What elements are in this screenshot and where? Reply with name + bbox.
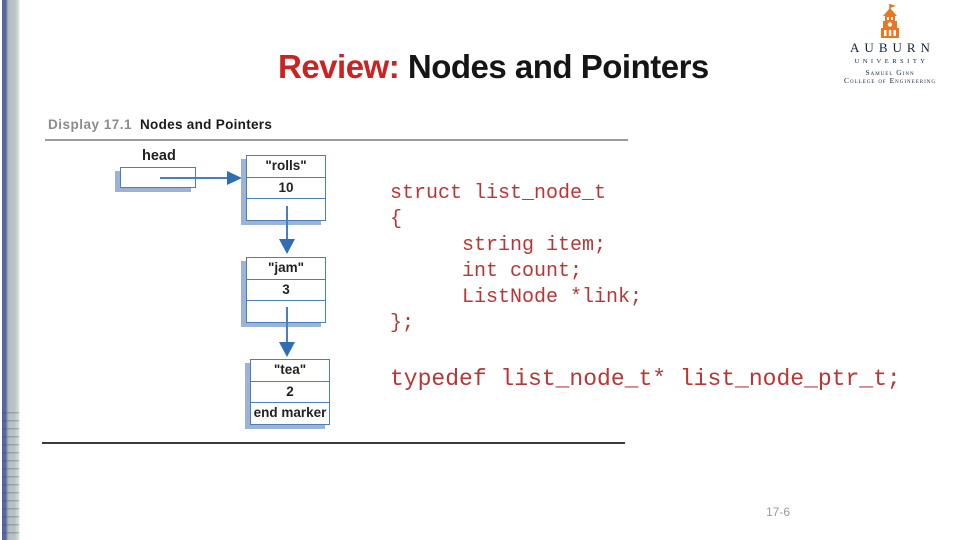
logo-college-name: Samuel Ginn College of Engineering <box>824 69 956 85</box>
left-border-stripe <box>0 0 20 540</box>
logo-university-sub: UNIVERSITY <box>854 58 929 65</box>
link-arrow-line-1 <box>286 206 288 239</box>
page-number: 17-6 <box>766 505 791 519</box>
link-arrow-line-2 <box>286 307 288 342</box>
node-link-cell <box>247 300 325 322</box>
link-arrowhead-icon-2 <box>279 342 295 357</box>
node-count-cell: 10 <box>247 176 325 199</box>
node-item-cell: "rolls" <box>265 158 307 173</box>
logo-college-line1: Samuel Ginn <box>865 68 915 77</box>
page-title: Review: Nodes and Pointers <box>278 48 709 86</box>
head-arrowhead-icon <box>227 171 242 185</box>
struct-code-block: struct list_node_t { string item; int co… <box>390 182 643 335</box>
title-highlight: Review: <box>278 48 400 85</box>
logo-college-line2: College of Engineering <box>844 76 936 85</box>
node-rolls: "rolls" 10 <box>246 155 326 221</box>
typedef-code-line: typedef list_node_t* list_node_ptr_t; <box>390 366 901 392</box>
node-tea: "tea" 2 end marker <box>250 359 330 425</box>
logo-university-name: AUBURN <box>850 40 935 55</box>
figure-header-rule <box>45 139 628 141</box>
title-rest: Nodes and Pointers <box>399 48 709 85</box>
node-item-cell: "tea" <box>273 362 307 377</box>
auburn-logo: AUBURN UNIVERSITY Samuel Ginn College of… <box>824 4 956 85</box>
auburn-tower-icon <box>881 4 899 38</box>
node-end-marker-cell: end marker <box>251 402 329 424</box>
node-link-cell <box>247 198 325 220</box>
node-count-cell: 3 <box>247 278 325 301</box>
figure-caption: Nodes and Pointers <box>140 117 273 132</box>
link-arrowhead-icon-1 <box>279 239 295 254</box>
head-arrow-line <box>160 177 228 179</box>
figure-label: Display 17.1 <box>48 117 133 132</box>
node-item-cell: "jam" <box>267 260 305 275</box>
node-count-cell: 2 <box>251 380 329 403</box>
left-border-stripe-lines <box>2 412 19 540</box>
figure-bottom-rule <box>42 442 625 444</box>
head-pointer-label: head <box>142 148 176 164</box>
